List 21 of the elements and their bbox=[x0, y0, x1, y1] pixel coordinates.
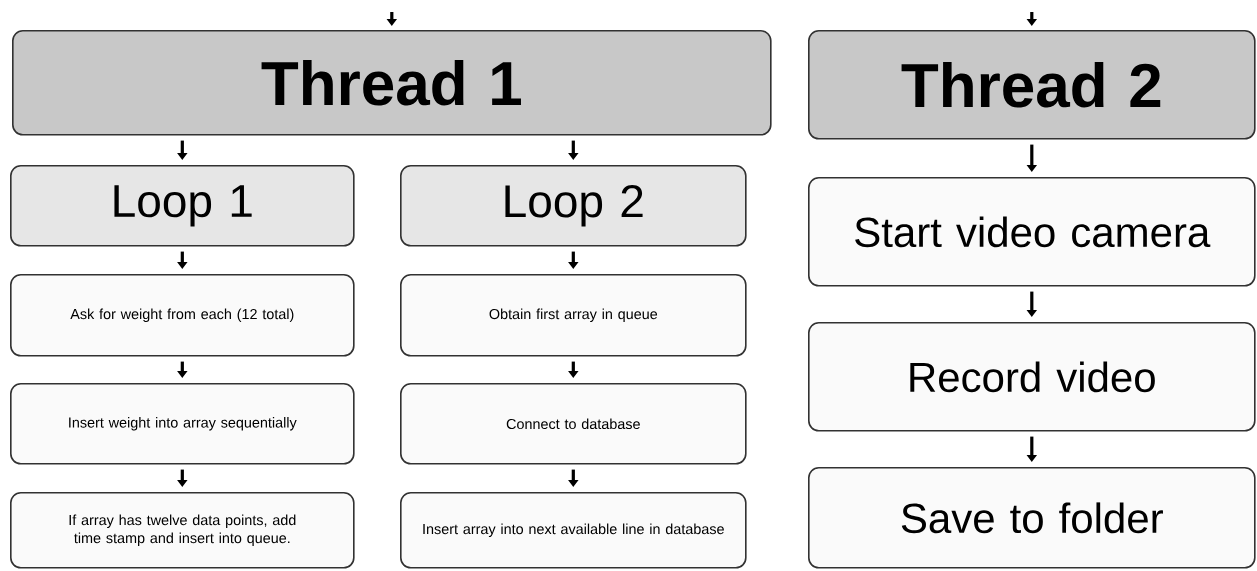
step-box: Start video camera bbox=[808, 177, 1256, 287]
arrow bbox=[568, 251, 579, 269]
thread-box: Thread 2 bbox=[808, 30, 1256, 140]
arrow bbox=[177, 140, 188, 160]
step-box: If array has twelve data points, add time stamp and insert into queue. bbox=[10, 492, 355, 569]
step-box: Obtain first array in queue bbox=[400, 274, 747, 357]
arrow bbox=[568, 140, 579, 160]
loop-box: Loop 2 bbox=[400, 165, 747, 247]
arrow bbox=[177, 361, 188, 378]
thread-box: Thread 1 bbox=[12, 30, 772, 136]
arrow bbox=[568, 361, 579, 378]
arrow bbox=[177, 469, 188, 487]
step-box: Connect to database bbox=[400, 383, 747, 465]
loop-box: Loop 1 bbox=[10, 165, 355, 247]
arrow bbox=[177, 251, 188, 269]
arrow bbox=[568, 469, 579, 487]
step-box: Insert weight into array sequentially bbox=[10, 383, 355, 465]
step-box: Save to folder bbox=[808, 467, 1256, 569]
step-box: Insert array into next available line in database bbox=[400, 492, 747, 569]
step-box: Record video bbox=[808, 322, 1256, 432]
step-box: Ask for weight from each (12 total) bbox=[10, 274, 355, 357]
